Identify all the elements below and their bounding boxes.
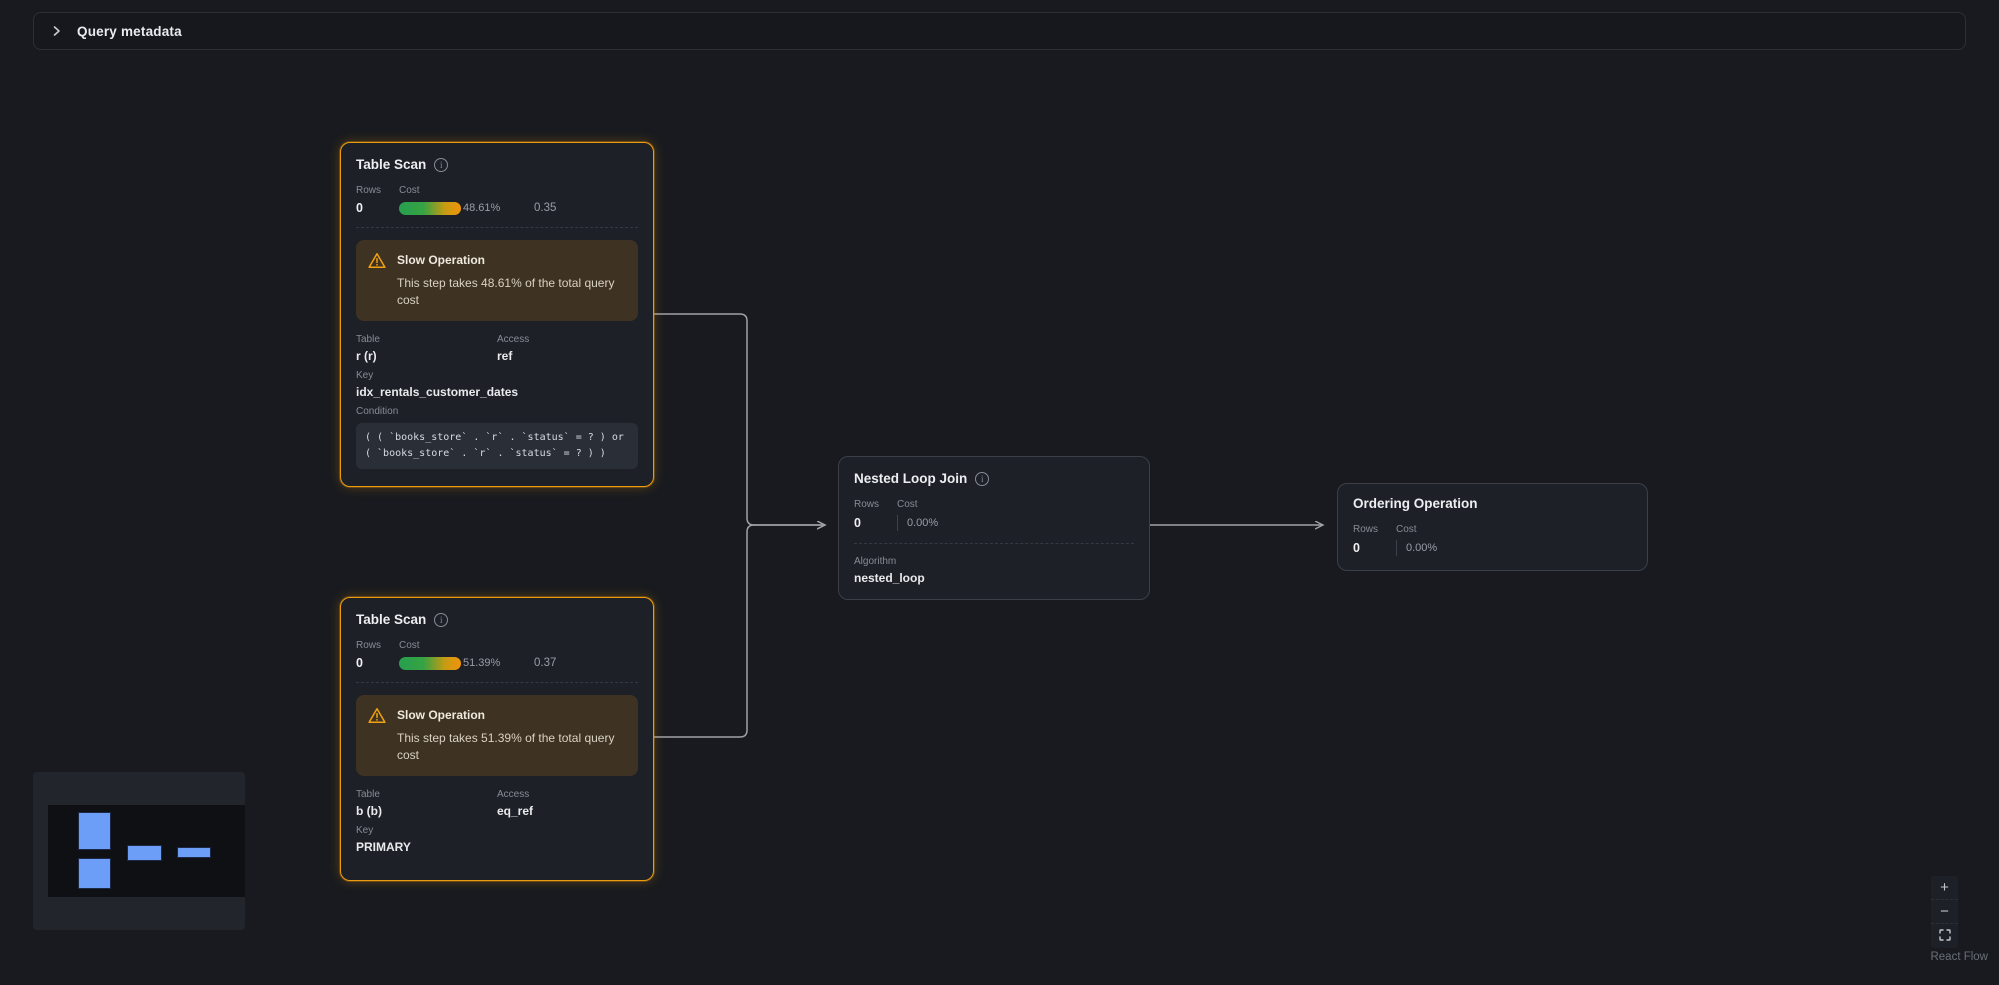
table-label: Table [356,333,380,345]
table-value: r (r) [356,348,377,363]
minimap-node-nested-loop-join [127,845,162,861]
rows-label: Rows [356,185,382,196]
minimap-node-ordering-operation [177,847,211,858]
key-label: Key [356,369,374,381]
cost-bar-empty [1396,540,1397,556]
key-field: Key idx_rentals_customer_dates [356,370,638,399]
chevron-right-icon [51,25,62,37]
warning-text: This step takes 48.61% of the total quer… [397,276,615,308]
cost-value: 0.37 [534,657,557,669]
node-table-scan-2[interactable]: Table Scan i Rows Cost 0 51.39% 0.37 Slo… [340,597,654,881]
edge-tablescan1-to-join [654,313,824,525]
divider [356,682,638,683]
rows-label: Rows [1353,524,1379,535]
cost-percent: 0.00% [1406,542,1438,554]
rows-label: Rows [356,640,382,651]
table-value: b (b) [356,803,382,818]
cost-percent: 48.61% [463,202,501,214]
rows-value: 0 [356,201,363,215]
query-metadata-accordion[interactable]: Query metadata [33,12,1966,50]
zoom-out-button[interactable]: − [1931,900,1958,924]
cost-label: Cost [897,499,918,510]
slow-operation-warning: Slow Operation This step takes 48.61% of… [356,240,638,321]
plus-icon: + [1940,879,1949,896]
key-field: Key PRIMARY [356,825,638,854]
warning-title: Slow Operation [397,253,486,267]
node-title: Table Scan [356,612,427,627]
access-label: Access [497,333,530,345]
info-icon[interactable]: i [434,612,449,627]
minimap-node-table-scan-2 [78,858,111,889]
fit-view-icon [1938,928,1951,945]
access-field: Access eq_ref [497,789,638,818]
access-field: Access ref [497,334,638,363]
rows-value: 0 [1353,541,1360,555]
key-value: PRIMARY [356,839,411,854]
cost-label: Cost [399,640,420,651]
zoom-in-button[interactable]: + [1931,876,1958,900]
access-value: ref [497,348,513,363]
flow-controls: + − [1931,876,1958,948]
warning-title: Slow Operation [397,708,486,722]
node-table-scan-1[interactable]: Table Scan i Rows Cost 0 48.61% 0.35 Slo… [340,142,654,487]
access-label: Access [497,788,530,800]
warning-triangle-icon [368,707,386,765]
condition-field: Condition [356,406,638,417]
key-value: idx_rentals_customer_dates [356,384,519,399]
node-title: Ordering Operation [1353,496,1478,511]
rows-value: 0 [356,656,363,670]
cost-value: 0.35 [534,202,557,214]
table-label: Table [356,788,380,800]
node-stats: Rows Cost 0 51.39% 0.37 [356,640,638,670]
react-flow-attribution[interactable]: React Flow [1930,951,1988,963]
info-icon[interactable]: i [975,471,990,486]
minimap[interactable] [33,772,245,930]
algorithm-field: Algorithm nested_loop [854,556,1134,585]
condition-label: Condition [356,405,399,417]
cost-label: Cost [1396,524,1417,535]
minimap-node-table-scan-1 [78,812,111,850]
cost-percent: 51.39% [463,657,501,669]
key-label: Key [356,824,374,836]
table-field: Table b (b) [356,789,497,818]
node-title: Table Scan [356,157,427,172]
cost-label: Cost [399,185,420,196]
divider [356,227,638,228]
node-stats: Rows Cost 0 0.00% [854,499,1134,531]
cost-progress-bar [399,656,461,670]
minus-icon: − [1940,903,1949,920]
node-stats: Rows Cost 0 0.00% [1353,524,1632,556]
node-stats: Rows Cost 0 48.61% 0.35 [356,185,638,215]
rows-value: 0 [854,516,861,530]
algorithm-value: nested_loop [854,571,925,585]
divider [854,543,1134,544]
rows-label: Rows [854,499,880,510]
cost-bar-empty [897,515,898,531]
fit-view-button[interactable] [1931,924,1958,948]
accordion-title: Query metadata [77,23,182,39]
slow-operation-warning: Slow Operation This step takes 51.39% of… [356,695,638,776]
warning-triangle-icon [368,252,386,310]
cost-percent: 0.00% [907,517,939,529]
node-nested-loop-join[interactable]: Nested Loop Join i Rows Cost 0 0.00% Alg… [838,456,1150,600]
access-value: eq_ref [497,803,534,818]
table-field: Table r (r) [356,334,497,363]
edge-tablescan2-to-join [654,525,824,738]
warning-text: This step takes 51.39% of the total quer… [397,731,615,763]
node-title: Nested Loop Join [854,471,968,486]
algorithm-label: Algorithm [854,556,897,567]
info-icon[interactable]: i [434,157,449,172]
node-ordering-operation[interactable]: Ordering Operation Rows Cost 0 0.00% [1337,483,1648,571]
condition-code: ( ( `books_store` . `r` . `status` = ? )… [356,422,638,469]
cost-progress-bar [399,201,461,215]
